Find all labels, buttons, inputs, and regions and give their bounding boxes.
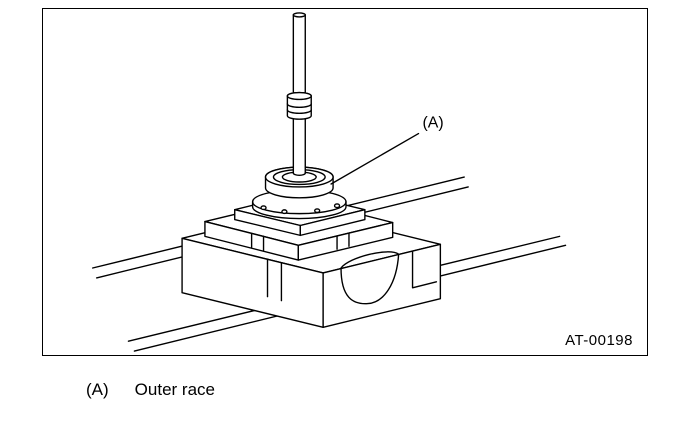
callout	[330, 132, 420, 185]
shaft-base-rim	[292, 172, 306, 176]
shaft-top-cap	[292, 12, 306, 18]
legend-label: Outer race	[134, 380, 215, 399]
leader-line	[330, 132, 420, 185]
flange-front-rim	[251, 201, 347, 215]
technical-drawing: (A)	[91, 12, 567, 352]
collar-top-face	[286, 91, 312, 101]
block-right-face	[322, 243, 442, 329]
legend: (A) Outer race	[86, 380, 215, 400]
collar-ring-line	[286, 103, 312, 109]
arch-notch-top-rim	[340, 251, 400, 269]
outer-race-assembly	[251, 166, 347, 220]
callout-label: (A)	[422, 115, 443, 132]
press-shaft	[286, 12, 312, 176]
arch-notch	[340, 253, 400, 305]
collar-ring-line	[286, 109, 312, 114]
figure-frame: (A) AT-00198	[42, 8, 648, 356]
bolt-hole	[333, 203, 341, 209]
plate-right-face	[297, 221, 394, 261]
bolt-hole	[260, 205, 267, 211]
bolt-hole	[281, 209, 288, 215]
shaft-lower-fill	[293, 117, 306, 175]
bolt-hole	[314, 208, 321, 214]
legend-key: (A)	[86, 380, 109, 399]
step-cut	[411, 250, 438, 289]
upper-plate-right-face	[299, 208, 366, 237]
figure-code: AT-00198	[561, 332, 633, 349]
